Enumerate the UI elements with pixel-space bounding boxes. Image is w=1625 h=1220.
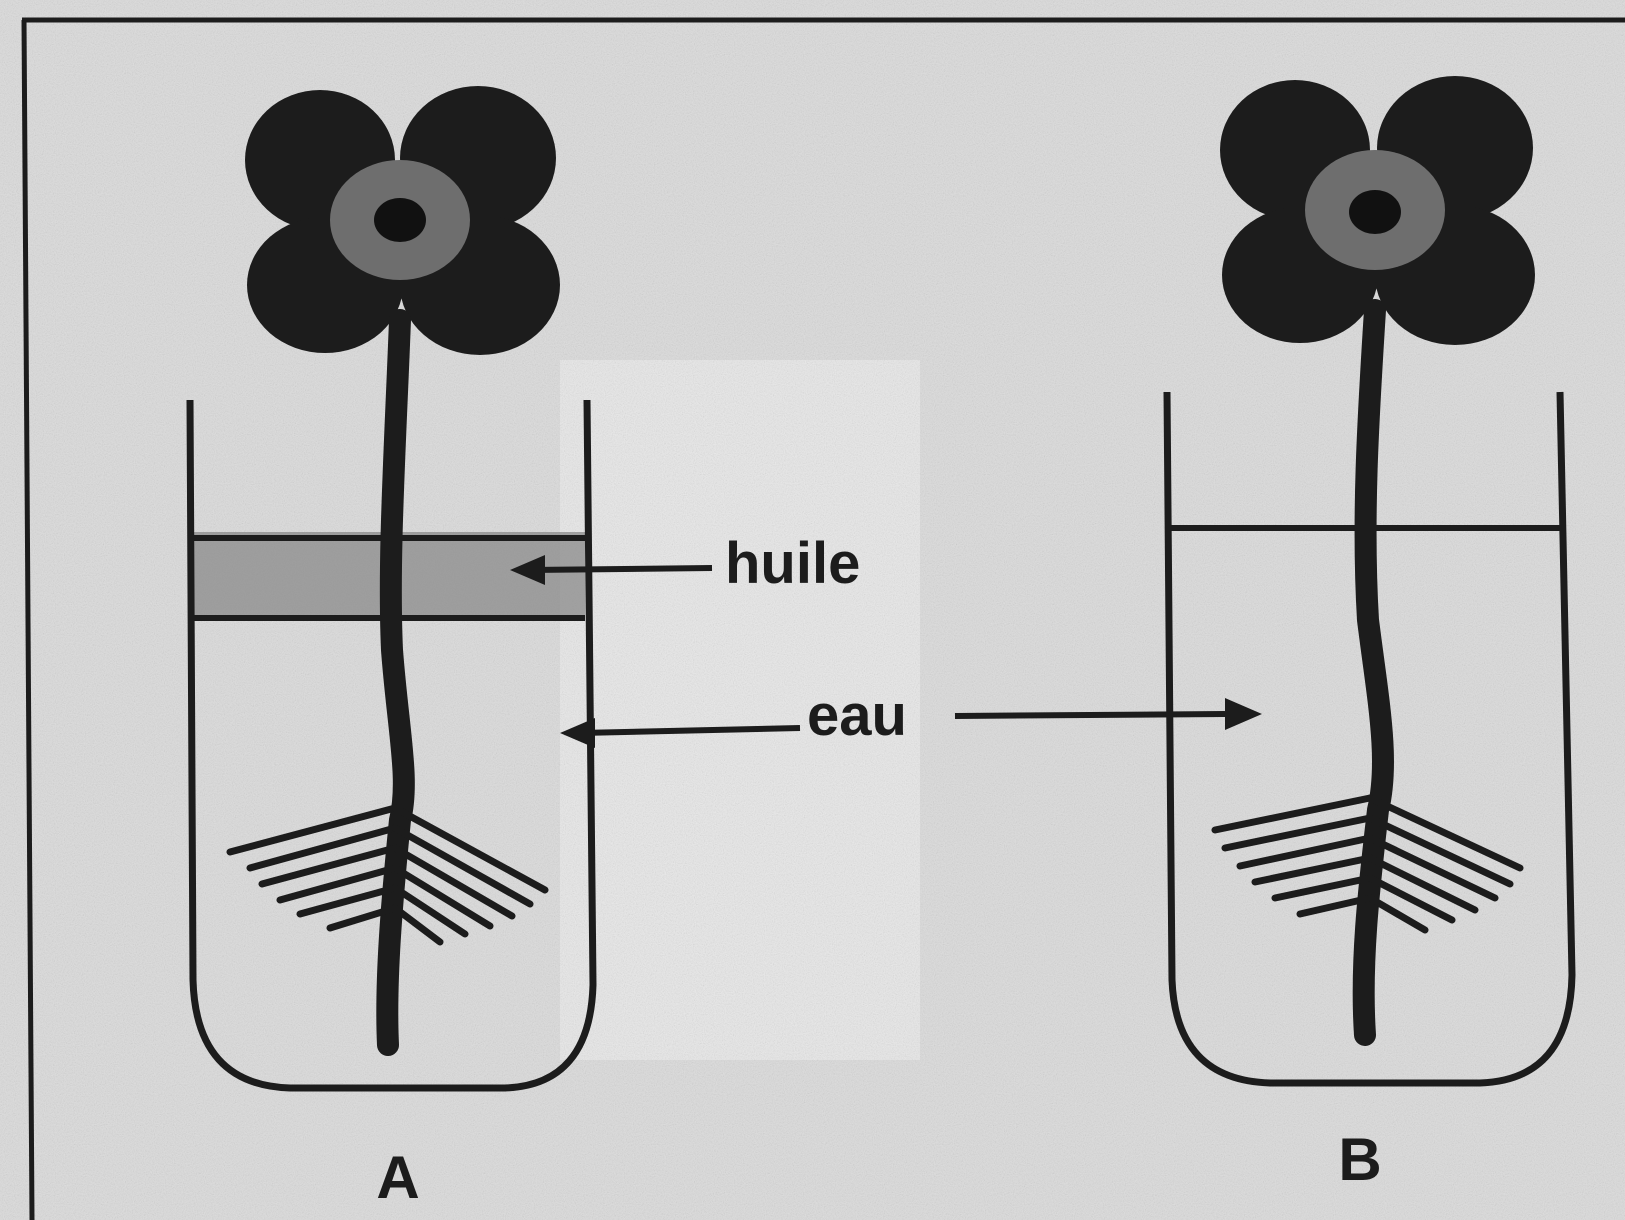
setup-a-label: A bbox=[376, 1144, 419, 1211]
flower-center-b bbox=[1349, 190, 1401, 234]
oil-arrow-line bbox=[530, 568, 712, 570]
flower-center-a bbox=[374, 198, 426, 242]
setup-b-label: B bbox=[1338, 1126, 1381, 1193]
oil-label: huile bbox=[725, 531, 860, 596]
water-arrow-line-right bbox=[955, 714, 1225, 716]
water-label: eau bbox=[807, 683, 907, 748]
